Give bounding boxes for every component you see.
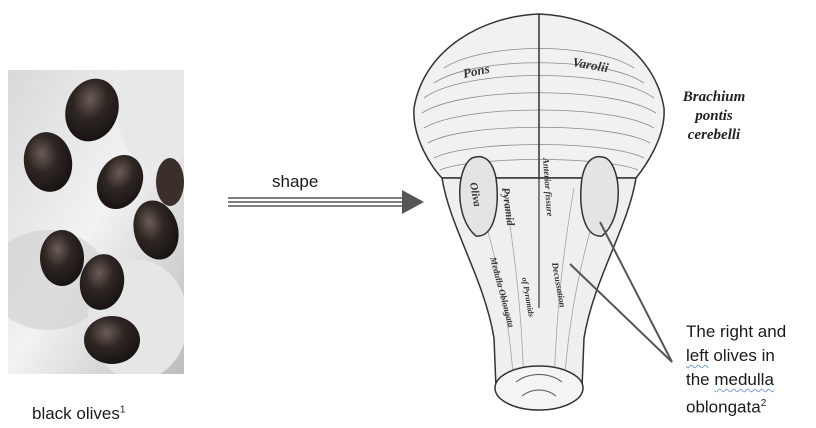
brachium-line-3: cerebelli <box>654 126 774 145</box>
caption-line-3: the medulla <box>686 368 814 392</box>
caption-line-3-pre: the <box>686 370 714 389</box>
caption-line-4: oblongata2 <box>686 392 814 420</box>
shape-arrow-icon <box>228 186 424 216</box>
brachium-line-1: Brachium <box>654 88 774 107</box>
brachium-line-2: pontis <box>654 107 774 126</box>
footnote-marker-2: 2 <box>761 398 767 409</box>
black-olives-caption: black olives1 <box>32 404 125 424</box>
caption-word-left: left <box>686 346 709 365</box>
caption-line-2: left olives in <box>686 344 814 368</box>
black-olives-caption-text: black olives <box>32 404 120 423</box>
black-olives-photo <box>8 70 184 374</box>
caption-line-2-rest: olives in <box>709 346 775 365</box>
brainstem-illustration: Pons Varolii Oliva Pyramid Anterior fiss… <box>404 8 674 418</box>
brachium-pontis-cerebelli-label: Brachium pontis cerebelli <box>654 88 774 145</box>
caption-word-medulla: medulla <box>714 370 774 389</box>
caption-line-1: The right and <box>686 320 814 344</box>
footnote-marker-1: 1 <box>120 404 126 415</box>
olives-in-medulla-caption: The right and left olives in the medulla… <box>686 320 814 420</box>
caption-line-4-text: oblongata <box>686 398 761 417</box>
medulla-cut-end <box>495 366 583 410</box>
